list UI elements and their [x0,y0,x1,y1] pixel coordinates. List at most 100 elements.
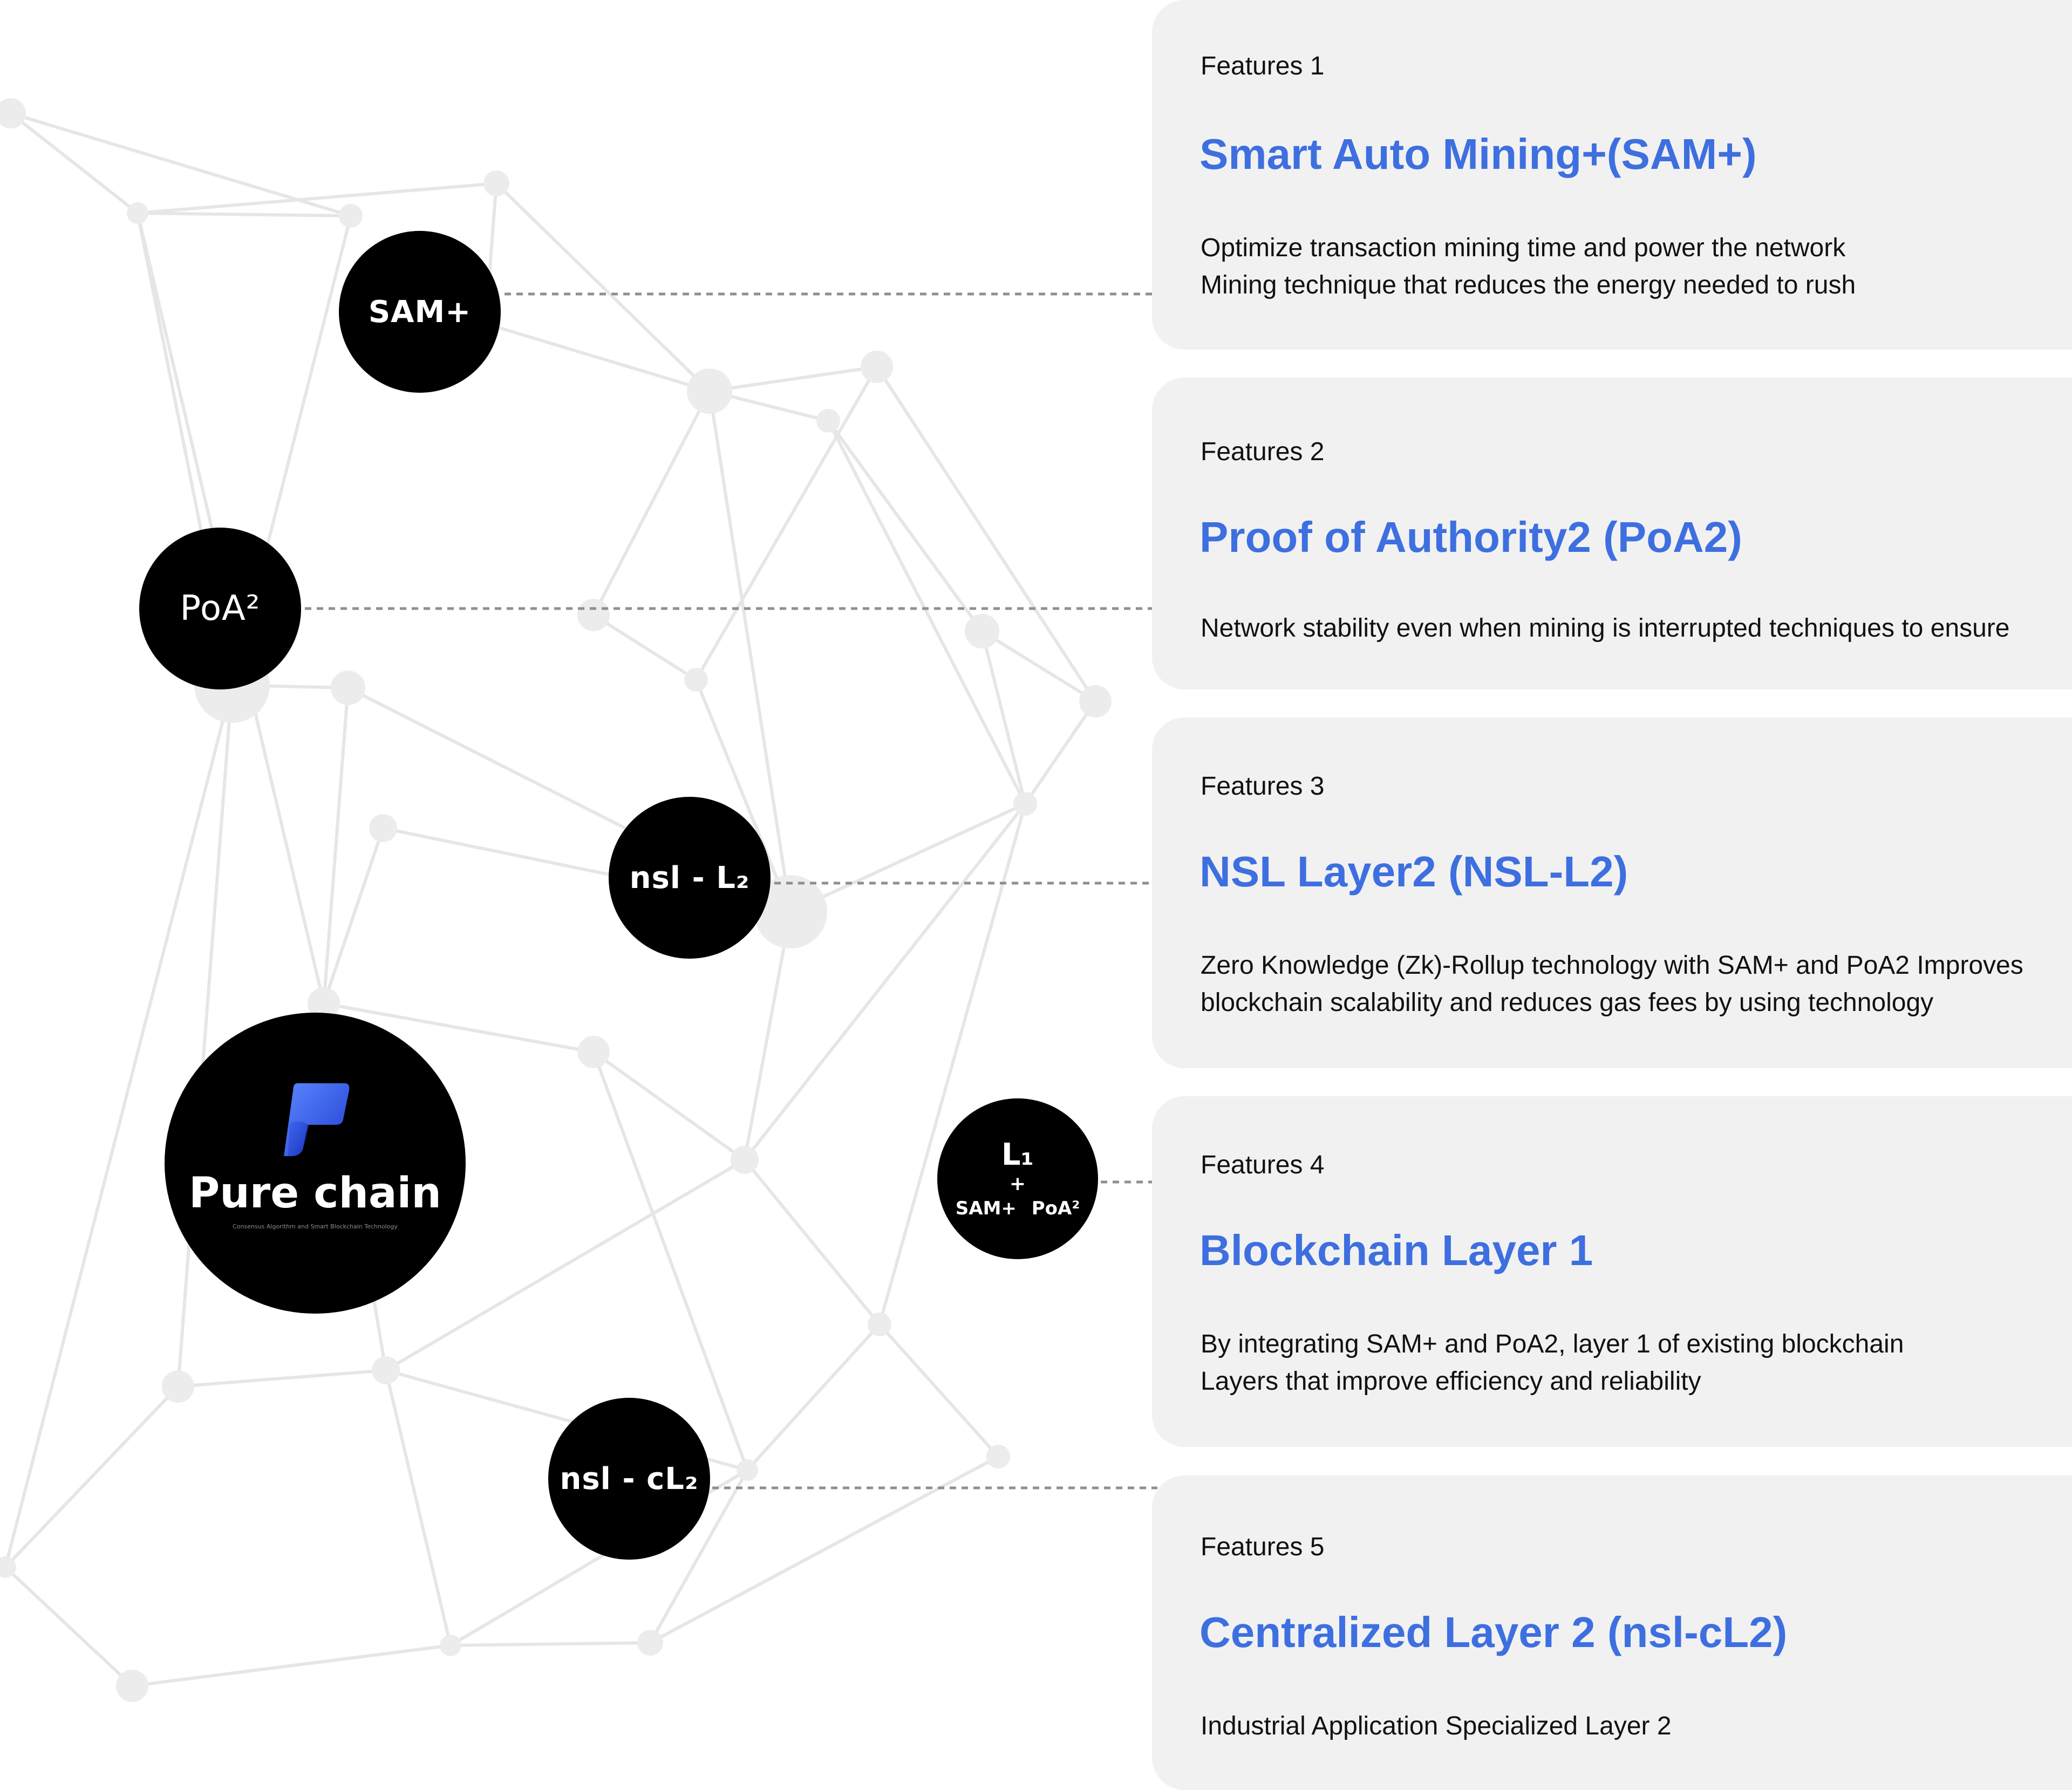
mesh-line [709,365,877,393]
mesh-line [385,1158,746,1372]
mesh-node-dot [369,814,397,842]
mesh-node-dot [577,599,610,631]
mesh-line [592,1050,746,1162]
mesh-line [592,390,711,616]
pure-chain-logo-icon [283,1083,350,1156]
mesh-node-dot [1079,685,1112,718]
feature-description: By integrating SAM+ and PoA2, layer 1 of… [1201,1326,1904,1400]
l1-node-poa: PoA² [1031,1198,1080,1219]
mesh-line [137,182,497,215]
feature-tag: Features 5 [1201,1533,1325,1561]
feature-description: Network stability even when mining is in… [1201,610,2009,647]
feature-card-5: Features 5 Centralized Layer 2 (nsl-cL2)… [1152,1475,2072,1790]
nsl-l2-node-label: nsl - L₂ [629,860,750,896]
mesh-node-dot [816,409,840,433]
mesh-line [743,1159,881,1326]
mesh-line [743,803,1027,1161]
mesh-node-dot [116,1670,148,1702]
feature-card-1: Features 1 Smart Auto Mining+(SAM+) Opti… [1152,0,2072,350]
mesh-line [137,211,351,217]
feature-description-line: Industrial Application Specialized Layer… [1201,1712,1672,1740]
mesh-line [649,1469,749,1644]
l1-node-label: L₁ [1001,1137,1034,1172]
feature-description: Zero Knowledge (Zk)-Rollup technology wi… [1201,947,2023,1021]
poa-node-label: PoA² [180,589,261,628]
feature-card-4: Features 4 Blockchain Layer 1 By integra… [1152,1096,2072,1447]
sam-node[interactable]: SAM+ [339,231,501,393]
mesh-line [322,828,385,1004]
mesh-line [827,420,1027,805]
mesh-line [178,1369,386,1388]
mesh-line [323,1002,594,1054]
mesh-node-dot [162,1370,194,1403]
mesh-line [176,685,234,1387]
mesh-line [495,182,711,393]
pure-chain-name: Pure chain [189,1169,441,1218]
mesh-line [878,803,1027,1325]
feature-description-line: Mining technique that reduces the energy… [1201,271,1856,299]
feature-tag: Features 4 [1201,1151,1325,1179]
pure-chain-subtitle: Consensus Algorithm and Smart Blockchain… [233,1222,398,1230]
mesh-node-dot [308,987,340,1020]
mesh-node-dot [737,1459,758,1481]
mesh-node-dot [483,170,509,196]
mesh-node-dot [754,875,827,948]
feature-title: Proof of Authority2 (PoA2) [1199,513,1742,561]
mesh-line [980,631,1027,804]
nsl-cl2-node[interactable]: nsl - cL₂ [548,1398,710,1560]
mesh-node-dot [986,1445,1010,1468]
mesh-line [10,112,139,215]
mesh-node-dot [687,368,732,414]
sam-node-label: SAM+ [368,294,472,330]
feature-title: Smart Auto Mining+(SAM+) [1199,130,1757,178]
feature-card-3: Features 3 NSL Layer2 (NSL-L2) Zero Know… [1152,718,2072,1068]
feature-card-2: Features 2 Proof of Authority2 (PoA2) Ne… [1152,378,2072,689]
feature-description-line: Network stability even when mining is in… [1201,614,2010,643]
feature-description: Optimize transaction mining time and pow… [1201,229,1856,304]
mesh-node-dot [868,1313,891,1336]
mesh-line [592,613,697,681]
mesh-line [592,1051,749,1471]
mesh-node-dot [637,1630,663,1656]
feature-description-line: blockchain scalability and reduces gas f… [1201,988,1934,1017]
mesh-line [981,630,1096,703]
mesh-line [450,1641,651,1647]
feature-tag: Features 3 [1201,772,1325,801]
poa-node[interactable]: PoA² [139,528,301,689]
mesh-line [827,420,984,632]
mesh-node-dot [339,204,363,228]
mesh-node-dot [331,671,365,705]
mesh-line [4,1385,180,1569]
mesh-line [789,802,1026,913]
feature-description-line: Layers that improve efficiency and relia… [1201,1367,1701,1396]
pure-chain-node[interactable]: Pure chain Consensus Algorithm and Smart… [165,1013,466,1314]
mesh-line [743,911,792,1160]
mesh-line [132,1644,451,1687]
mesh-node-dot [577,1036,610,1068]
mesh-node-dot [372,1356,400,1384]
feature-tag: Features 2 [1201,438,1325,466]
nsl-cl2-node-label: nsl - cL₂ [560,1461,699,1497]
mesh-line [4,685,234,1568]
mesh-node-dot [0,98,26,128]
mesh-node-dot [861,351,893,383]
l1-node-sam: SAM+ [955,1198,1017,1219]
feature-title: NSL Layer2 (NSL-L2) [1199,848,1628,896]
feature-title: Centralized Layer 2 (nsl-cL2) [1199,1608,1788,1656]
mesh-node-dot [127,202,148,224]
feature-description-line: By integrating SAM+ and PoA2, layer 1 of… [1201,1330,1904,1358]
mesh-line [875,366,1097,702]
mesh-line [694,366,878,681]
mesh-line [746,1323,881,1472]
feature-tag: Features 1 [1201,52,1325,80]
l1-node[interactable]: L₁ + SAM+ PoA² [937,1098,1098,1259]
mesh-line [10,112,351,217]
mesh-node-dot [684,668,708,692]
mesh-line [878,1323,1000,1458]
mesh-node-dot [440,1635,461,1656]
mesh-node-dot [0,1556,16,1578]
mesh-node-dot [965,614,999,648]
nsl-l2-node[interactable]: nsl - L₂ [609,797,771,959]
mesh-line [485,322,710,393]
